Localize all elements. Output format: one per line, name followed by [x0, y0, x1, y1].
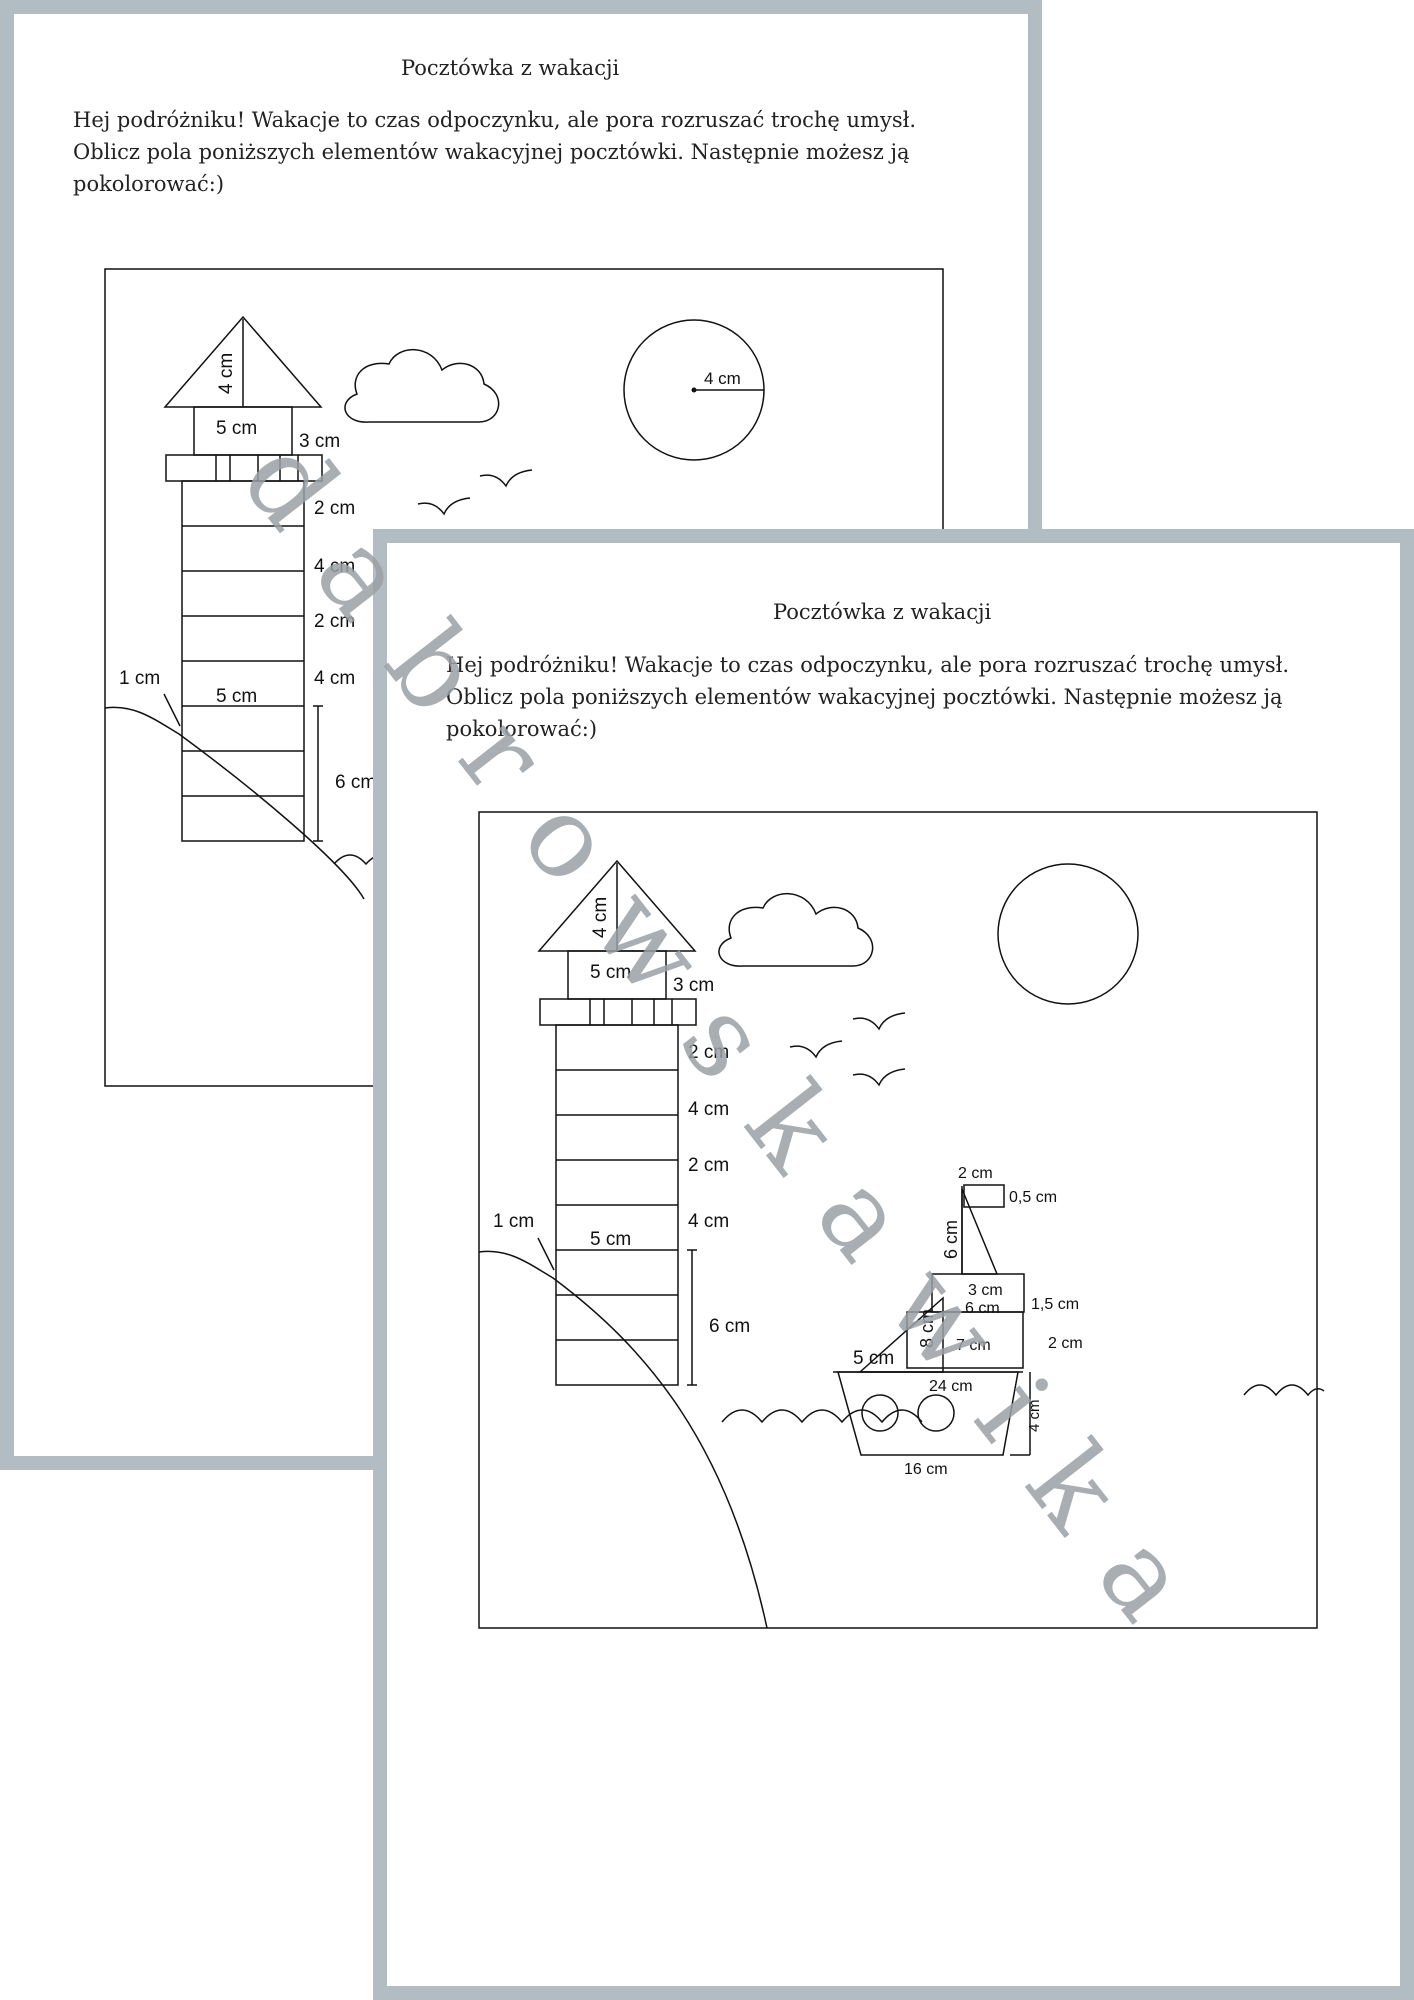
page-title: Pocztówka z wakacji: [401, 56, 620, 80]
waves: [721, 1409, 923, 1424]
intro-text: Hej podróżniku! Wakacje to czas odpoczyn…: [73, 104, 916, 200]
dim-hill-offset: 1 cm: [493, 1211, 534, 1232]
bird: [417, 497, 471, 516]
dim-tower-base-width: 5 cm: [590, 1229, 631, 1250]
bird: [852, 1068, 906, 1087]
intro-line: Hej podróżniku! Wakacje to czas odpoczyn…: [446, 653, 1290, 677]
dim-tower-seg-2: 4 cm: [314, 556, 355, 577]
waves: [1243, 1384, 1325, 1397]
cloud: [718, 893, 874, 967]
dim-tower-seg-4: 4 cm: [688, 1211, 729, 1232]
dim-tower-base-height: 6 cm: [335, 772, 376, 793]
bird: [852, 1012, 906, 1031]
bird: [479, 469, 533, 488]
dim-tower-seg-3: 2 cm: [314, 611, 355, 632]
dim-cabin-bottom-width: 7 cm: [956, 1337, 991, 1354]
sun: [997, 863, 1139, 1005]
dim-cabin-height: 3 cm: [673, 975, 714, 996]
dim-cabin-top-width: 6 cm: [965, 1300, 1000, 1317]
worksheet-page-front: Pocztówka z wakacji Hej podróżniku! Waka…: [373, 529, 1414, 2000]
dim-tower-seg-2: 4 cm: [688, 1099, 729, 1120]
intro-line: Oblicz pola poniższych elementów wakacyj…: [73, 140, 910, 164]
dim-tower-seg-1: 2 cm: [688, 1042, 729, 1063]
dim-hull-bottom: 16 cm: [904, 1461, 948, 1478]
main-sail: [858, 1296, 944, 1373]
dim-cabin-width: 5 cm: [590, 962, 631, 983]
dim-sun-radius: 4 cm: [704, 369, 741, 388]
dim-tower-seg-3: 2 cm: [688, 1155, 729, 1176]
intro-line: Hej podróżniku! Wakacje to czas odpoczyn…: [73, 108, 917, 132]
dim-flag-height: 0,5 cm: [1009, 1189, 1057, 1206]
dim-cabin-width: 5 cm: [216, 418, 257, 439]
dim-flag-width: 2 cm: [958, 1165, 993, 1182]
dim-main-sail-base: 5 cm: [853, 1348, 894, 1369]
postcard-drawing-front: 4 cm 5 cm 3 cm 2 cm 4 cm 2 cm 4 cm 1 cm …: [478, 811, 1325, 1629]
boat-hull: [837, 1371, 1019, 1456]
mast-sail: [961, 1188, 999, 1275]
intro-line: pokolorować:): [446, 717, 598, 741]
drawing-frame: [478, 811, 1318, 1629]
intro-line: pokolorować:): [73, 172, 225, 196]
dim-tower-base-height: 6 cm: [709, 1316, 750, 1337]
dim-mast-sail-height: 6 cm: [941, 1220, 961, 1259]
flag: [963, 1184, 1005, 1208]
dim-tower-seg-1: 2 cm: [314, 498, 355, 519]
cloud: [344, 349, 500, 423]
intro-text: Hej podróżniku! Wakacje to czas odpoczyn…: [446, 649, 1289, 745]
dim-cabin-bottom-height: 2 cm: [1048, 1335, 1083, 1352]
hill: [478, 1250, 768, 1629]
page-title: Pocztówka z wakacji: [773, 600, 992, 624]
intro-line: Oblicz pola poniższych elementów wakacyj…: [446, 685, 1283, 709]
porthole: [861, 1394, 899, 1432]
porthole: [917, 1394, 955, 1432]
dim-main-sail-height: 8 cm: [917, 1309, 937, 1348]
dim-roof-height: 4 cm: [216, 353, 237, 394]
hill: [104, 706, 365, 900]
dim-roof-height: 4 cm: [590, 897, 611, 938]
dim-hull-height: 4 cm: [1026, 1399, 1043, 1432]
dim-cabin-height: 3 cm: [299, 431, 340, 452]
dim-hill-offset: 1 cm: [119, 668, 160, 689]
dim-tower-base-width: 5 cm: [216, 686, 257, 707]
dim-mast-sail-base: 3 cm: [968, 1282, 1003, 1299]
dim-tower-seg-4: 4 cm: [314, 668, 355, 689]
dim-hull-top: 24 cm: [929, 1378, 973, 1395]
dim-cabin-top-height: 1,5 cm: [1031, 1296, 1079, 1313]
bird: [789, 1040, 843, 1059]
